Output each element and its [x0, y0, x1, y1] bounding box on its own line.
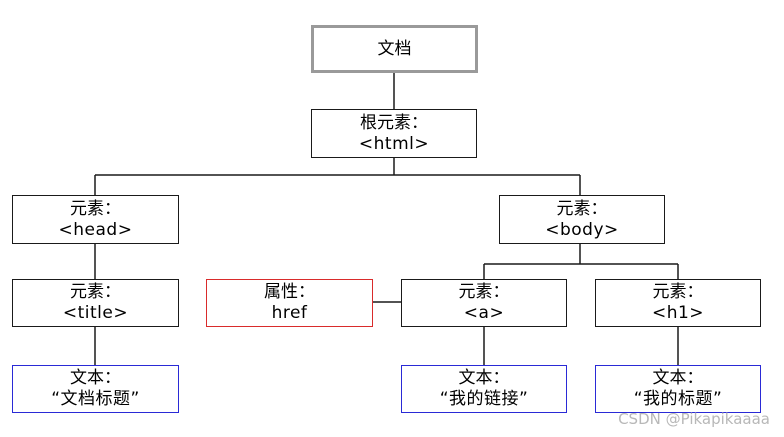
node-h1: 元素： <h1>: [595, 279, 761, 327]
node-h1-type: 元素：: [652, 282, 704, 302]
node-root-type: 根元素：: [360, 112, 428, 133]
node-head: 元素： <head>: [12, 195, 179, 244]
node-h1-tag: <h1>: [651, 303, 705, 323]
node-attribute-type: 属性：: [264, 282, 315, 302]
node-document-label: 文档: [377, 38, 412, 59]
node-text-link-type: 文本：: [458, 368, 510, 388]
node-text-title-type: 文本：: [70, 368, 121, 388]
node-text-link: 文本： “我的链接”: [401, 365, 567, 413]
node-document: 文档: [311, 25, 478, 73]
node-a-tag: <a>: [463, 303, 505, 323]
node-text-link-value: “我的链接”: [439, 389, 529, 409]
node-root-html: 根元素： <html>: [311, 109, 477, 158]
node-text-title-value: “文档标题”: [51, 389, 140, 409]
watermark: CSDN @Pikapikaaaa: [618, 410, 770, 428]
node-a-type: 元素：: [458, 282, 510, 302]
node-text-h1-value: “我的标题”: [633, 389, 723, 409]
node-attribute-name: href: [271, 303, 308, 323]
node-attribute-href: 属性： href: [206, 279, 373, 327]
node-a: 元素： <a>: [401, 279, 567, 327]
node-text-h1-type: 文本：: [652, 368, 704, 388]
node-root-tag: <html>: [358, 133, 430, 154]
node-title-type: 元素：: [70, 282, 121, 302]
node-text-h1: 文本： “我的标题”: [595, 365, 761, 413]
node-body-tag: <body>: [545, 219, 619, 240]
node-head-tag: <head>: [58, 219, 133, 240]
node-body-type: 元素：: [556, 198, 608, 219]
node-text-title: 文本： “文档标题”: [12, 365, 179, 413]
node-title-tag: <title>: [62, 303, 129, 323]
node-title: 元素： <title>: [12, 279, 179, 327]
node-body: 元素： <body>: [499, 195, 665, 244]
node-head-type: 元素：: [70, 198, 121, 219]
